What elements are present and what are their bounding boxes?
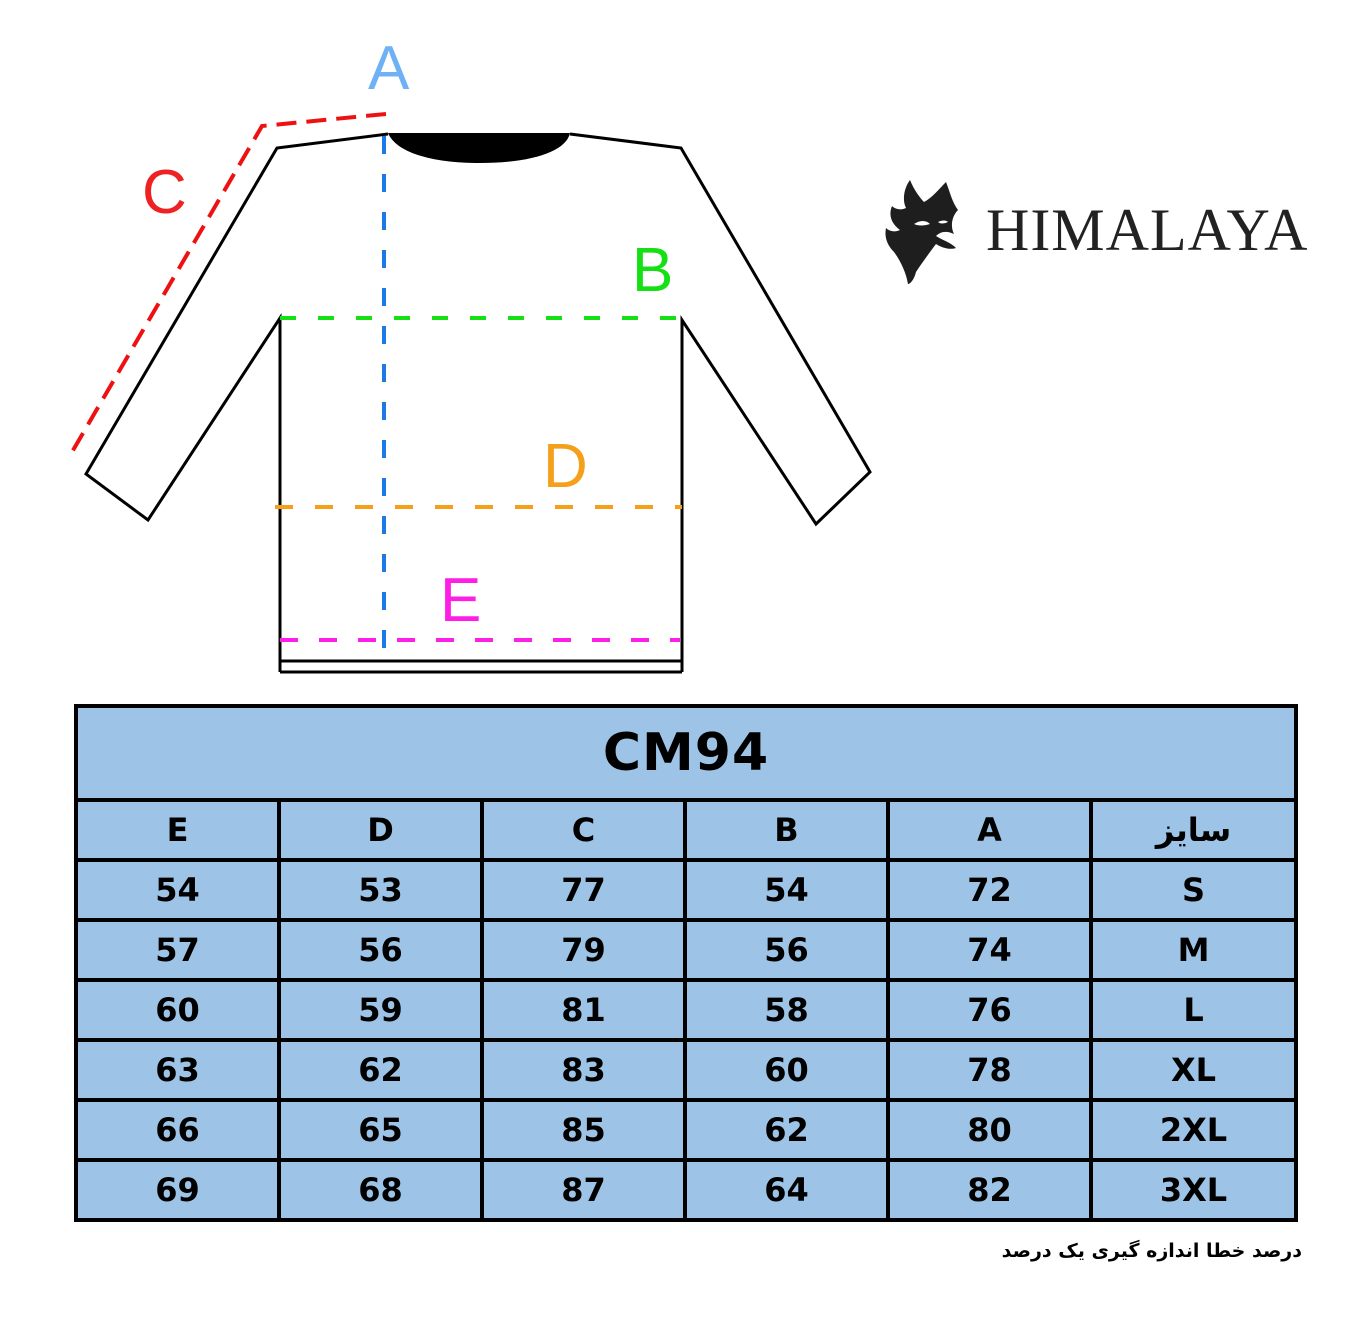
garment-measurement-diagram: A B C D E [70, 34, 872, 674]
brand-name: HIMALAYA [986, 197, 1309, 263]
cell-b: 54 [683, 858, 890, 922]
cell-size: XL [1088, 1038, 1299, 1102]
size-chart-table: CM94 E D C B A سایز 54 53 77 54 72 S 57 … [73, 704, 1299, 1222]
cell-e: 54 [74, 858, 281, 922]
cell-b: 60 [683, 1038, 890, 1102]
cell-d: 65 [277, 1098, 484, 1162]
measure-line-c [70, 112, 387, 454]
cell-a: 82 [886, 1158, 1093, 1222]
cell-size: S [1088, 858, 1299, 922]
wolf-head-icon [885, 180, 958, 284]
cell-b: 58 [683, 978, 890, 1042]
column-header-e: E [74, 798, 281, 862]
table-row: 57 56 79 56 74 M [74, 918, 1299, 982]
column-header-size: سایز [1088, 798, 1299, 862]
cell-size: L [1088, 978, 1299, 1042]
cell-c: 87 [480, 1158, 687, 1222]
cell-d: 59 [277, 978, 484, 1042]
cell-c: 83 [480, 1038, 687, 1102]
cell-b: 64 [683, 1158, 890, 1222]
cell-b: 62 [683, 1098, 890, 1162]
cell-size: 2XL [1088, 1098, 1299, 1162]
label-e: E [440, 566, 482, 635]
cell-a: 78 [886, 1038, 1093, 1102]
cell-c: 81 [480, 978, 687, 1042]
label-b: B [632, 236, 674, 305]
cell-d: 68 [277, 1158, 484, 1222]
table-title: CM94 [73, 704, 1299, 802]
table-row: 60 59 81 58 76 L [74, 978, 1299, 1042]
cell-e: 60 [74, 978, 281, 1042]
table-row: 66 65 85 62 80 2XL [74, 1098, 1299, 1162]
cell-size: M [1088, 918, 1299, 982]
cell-c: 77 [480, 858, 687, 922]
table-row: 69 68 87 64 82 3XL [74, 1158, 1299, 1222]
cell-d: 62 [277, 1038, 484, 1102]
cell-size: 3XL [1088, 1158, 1299, 1222]
cell-d: 56 [277, 918, 484, 982]
table-row: 54 53 77 54 72 S [74, 858, 1299, 922]
cell-e: 63 [74, 1038, 281, 1102]
column-header-c: C [480, 798, 687, 862]
cell-a: 76 [886, 978, 1093, 1042]
cell-a: 74 [886, 918, 1093, 982]
table-row: 63 62 83 60 78 XL [74, 1038, 1299, 1102]
cell-e: 66 [74, 1098, 281, 1162]
table-header-row: E D C B A سایز [74, 798, 1299, 862]
label-c: C [142, 158, 187, 227]
brand-logo: HIMALAYA [880, 176, 1307, 286]
cell-e: 57 [74, 918, 281, 982]
sweatshirt-outline [70, 112, 872, 674]
cell-a: 80 [886, 1098, 1093, 1162]
cell-e: 69 [74, 1158, 281, 1222]
cell-b: 56 [683, 918, 890, 982]
cell-a: 72 [886, 858, 1093, 922]
collar-shape [388, 133, 570, 163]
measurement-error-note: درصد خطا اندازه گیری یک درصد [1001, 1240, 1302, 1262]
label-a: A [368, 34, 410, 103]
column-header-a: A [886, 798, 1093, 862]
column-header-b: B [683, 798, 890, 862]
cell-c: 79 [480, 918, 687, 982]
column-header-d: D [277, 798, 484, 862]
label-d: D [543, 432, 588, 501]
cell-c: 85 [480, 1098, 687, 1162]
cell-d: 53 [277, 858, 484, 922]
